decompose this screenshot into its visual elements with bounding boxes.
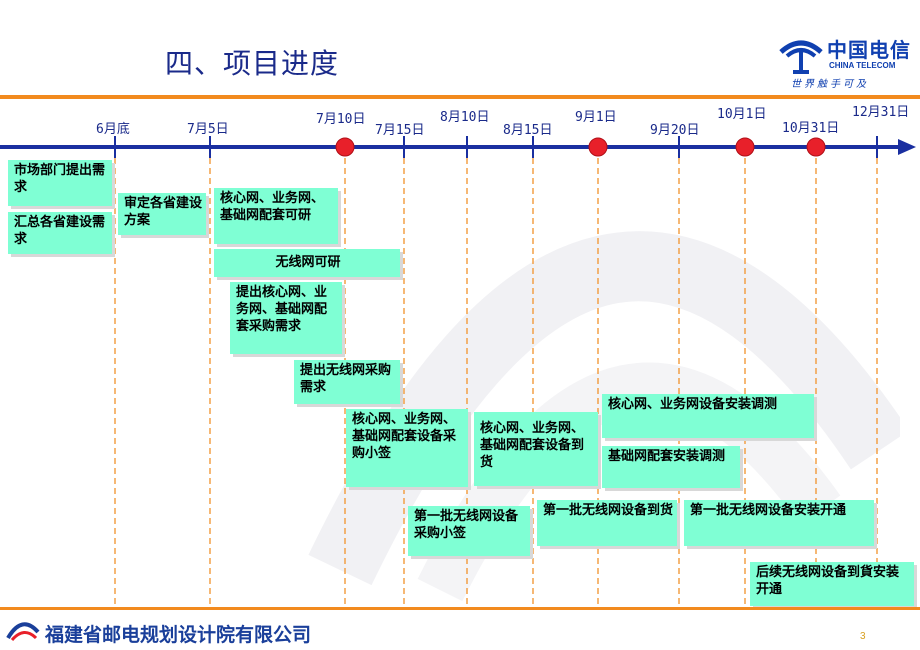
company-logo-icon: [6, 622, 40, 642]
task-box: 提出无线网采购需求: [294, 360, 400, 404]
task-box: 第一批无线网设备采购小签: [408, 506, 530, 556]
logo-slogan: 世界触手可及: [791, 79, 869, 90]
task-box: 提出核心网、业务网、基础网配套采购需求: [230, 282, 342, 354]
milestone-marker: [588, 137, 608, 157]
timeline-arrowhead: [898, 139, 916, 155]
date-label: 9月20日: [650, 123, 700, 138]
task-box: 后续无线网设备到貨安装开通: [750, 562, 914, 606]
task-box: 基础网配套安装调测: [602, 446, 740, 488]
logo-brand-cn: 中国电信: [827, 38, 911, 62]
task-box: 审定各省建设方案: [118, 193, 206, 235]
task-box: 核心网、业务网设备安装调测: [602, 394, 814, 438]
task-box: 汇总各省建设需求: [8, 212, 112, 254]
logo-brand-en: CHINA TELECOM: [829, 61, 896, 70]
date-label: 12月31日: [852, 105, 910, 120]
date-label: 7月5日: [187, 122, 229, 137]
company-name: 福建省邮电规划设计院有限公司: [45, 624, 312, 646]
milestone-marker: [806, 137, 826, 157]
china-telecom-logo: 中国电信 CHINA TELECOM 世界触手可及: [775, 30, 915, 92]
top-divider: [0, 95, 920, 99]
bottom-divider: [0, 607, 920, 610]
date-label: 6月底: [96, 122, 130, 137]
task-box: 核心网、业务网、基础网配套可研: [214, 188, 338, 244]
task-box: 核心网、业务网、基础网配套设备采购小签: [346, 409, 468, 487]
date-label: 7月10日: [316, 112, 366, 127]
task-box: 第一批无线网设备到货: [537, 500, 677, 546]
date-label: 10月1日: [717, 107, 767, 122]
task-box: 无线网可研: [214, 249, 400, 277]
page-number: 3: [860, 631, 866, 642]
milestone-marker: [335, 137, 355, 157]
page-title: 四、项目进度: [165, 47, 340, 80]
milestone-marker: [735, 137, 755, 157]
date-label: 10月31日: [782, 121, 840, 136]
date-label: 8月15日: [503, 123, 553, 138]
task-box: 市场部门提出需求: [8, 160, 112, 206]
task-box: 第一批无线网设备安装开通: [684, 500, 874, 546]
task-box: 核心网、业务网、基础网配套设备到货: [474, 412, 598, 486]
date-label: 8月10日: [440, 110, 490, 125]
date-label: 7月15日: [375, 123, 425, 138]
date-label: 9月1日: [575, 110, 617, 125]
telecom-emblem-icon: [779, 40, 823, 74]
